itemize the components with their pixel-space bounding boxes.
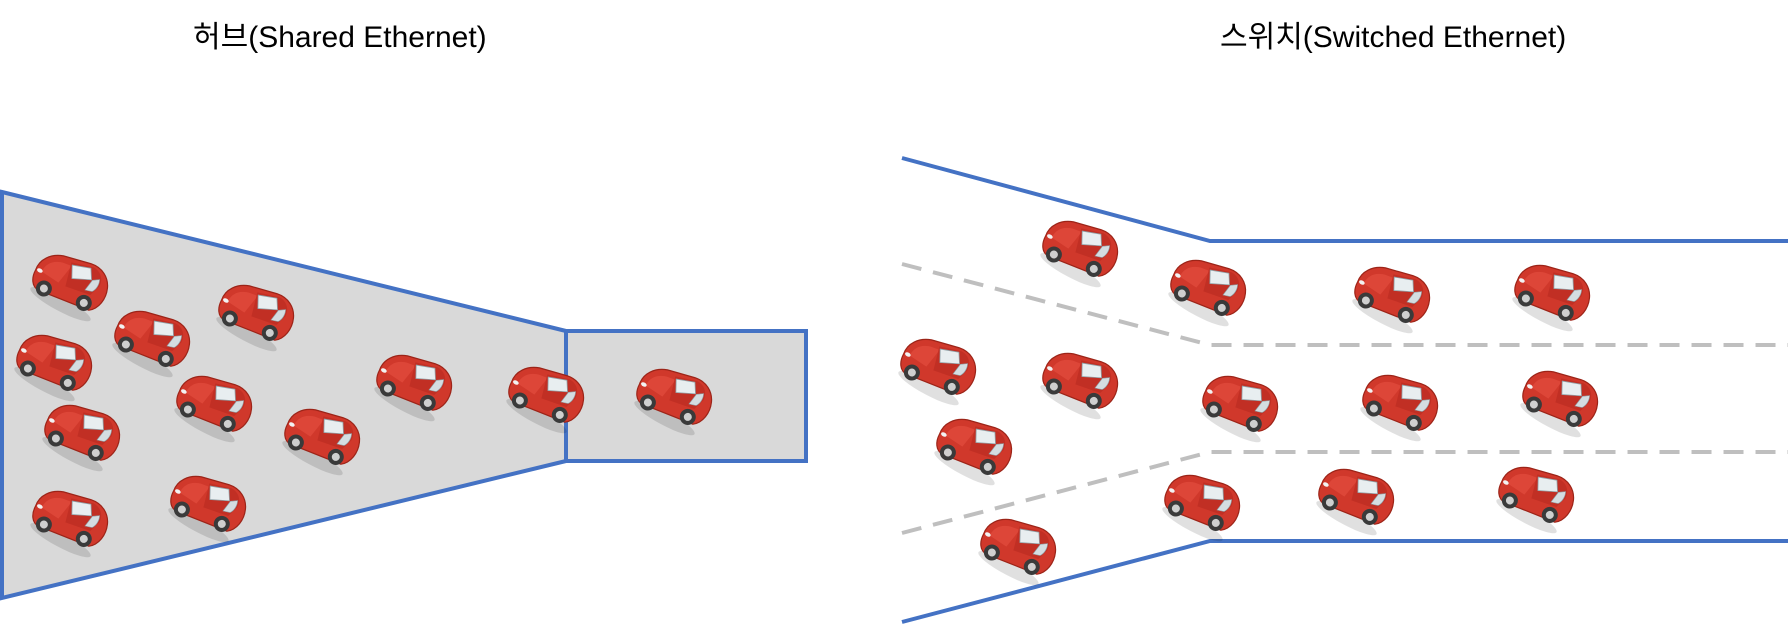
car-icon [1512,357,1607,444]
hub-title: 허브(Shared Ethernet) [193,21,487,54]
switch-cars [890,207,1607,592]
car-icon [890,325,985,412]
car-icon [1160,246,1255,333]
switch-lanes [901,156,1788,624]
car-icon [1192,362,1287,449]
switch-title: 스위치(Switched Ethernet) [1220,21,1567,54]
car-icon [1488,453,1583,540]
car-icon [970,505,1065,592]
car-icon [1352,361,1447,448]
car-icon [1344,253,1439,340]
car-icon [1504,251,1599,338]
car-icon [1032,207,1127,294]
car-icon [1154,461,1249,548]
car-icon [1308,455,1403,542]
car-icon [1032,339,1127,426]
car-icon [926,405,1021,492]
